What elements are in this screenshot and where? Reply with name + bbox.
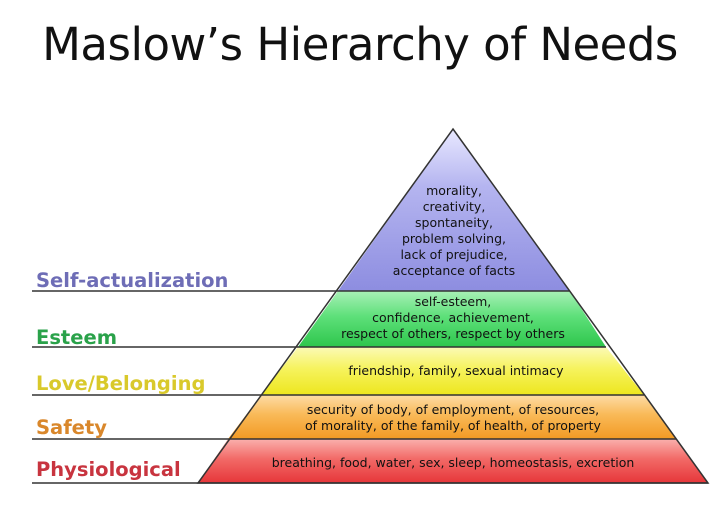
need-line: morality, — [426, 183, 482, 198]
need-line: creativity, — [423, 199, 486, 214]
need-line: lack of prejudice, — [400, 247, 507, 262]
need-line: security of body, of employment, of reso… — [307, 402, 599, 417]
need-line: problem solving, — [402, 231, 506, 246]
level-label-esteem: Esteem — [36, 326, 117, 349]
level-band-esteem — [298, 291, 606, 347]
need-line: friendship, family, sexual intimacy — [348, 363, 564, 378]
need-line: breathing, food, water, sex, sleep, home… — [272, 455, 635, 470]
level-band-safety — [228, 395, 676, 439]
level-label-physiological: Physiological — [36, 458, 181, 481]
level-band-love-belonging — [261, 347, 644, 395]
level-label-love-belonging: Love/Belonging — [36, 372, 205, 395]
level-band-self-actualization — [338, 129, 570, 291]
page-title: Maslow’s Hierarchy of Needs — [42, 18, 678, 71]
need-line: spontaneity, — [415, 215, 493, 230]
need-line: confidence, achievement, — [372, 310, 534, 325]
need-line: of morality, of the family, of health, o… — [305, 418, 602, 433]
level-band-physiological — [198, 439, 708, 483]
level-label-self-actualization: Self-actualization — [36, 269, 228, 292]
need-line: acceptance of facts — [393, 263, 515, 278]
need-line: respect of others, respect by others — [341, 326, 565, 341]
need-line: self-esteem, — [415, 294, 492, 309]
level-label-safety: Safety — [36, 416, 107, 439]
